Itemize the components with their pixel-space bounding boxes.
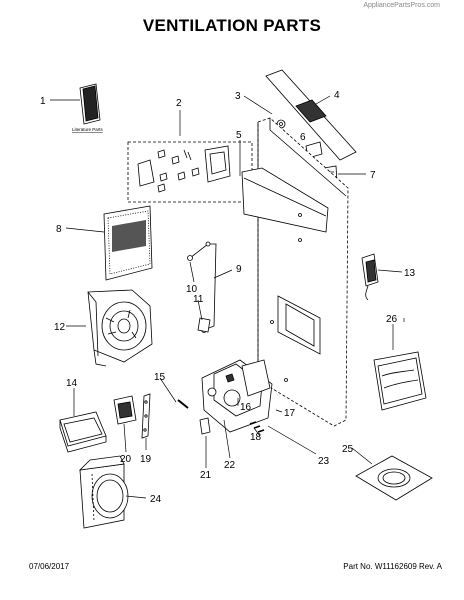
callout-26: 26 [386,314,398,325]
callout-6: 6 [300,132,306,143]
watermark: AppliancePartsPros.com [363,2,440,9]
callout-18: 18 [250,432,262,443]
part-26-charcoal-filter [373,351,427,411]
callout-10: 10 [186,284,198,295]
callout-8: 8 [56,224,62,235]
part-23-damper-assembly [201,359,273,433]
callout-16: 16 [240,402,252,413]
part-2-hardware-kit [127,141,253,203]
literature-label: Literature Parts [72,127,104,132]
callout-5: 5 [236,130,242,141]
callout-11: 11 [193,294,204,305]
part-13-socket [361,253,379,301]
callout-15: 15 [154,372,166,383]
callout-25: 25 [342,444,354,455]
footer-date: 07/06/2017 [29,562,70,571]
callout-7: 7 [370,170,376,181]
callout-labels: 1 2 3 4 5 6 7 8 9 10 11 12 13 14 15 16 1… [40,90,416,505]
callout-19: 19 [140,454,152,465]
callout-2: 2 [176,98,182,109]
callout-23: 23 [318,456,330,467]
part-14-tray [59,411,107,453]
callout-9: 9 [236,264,242,275]
callout-4: 4 [334,90,340,101]
callout-1: 1 [40,96,46,107]
footer-part-number: Part No. W11162609 Rev. A [343,562,442,571]
part-15-screw [177,399,189,409]
callout-20: 20 [120,454,132,465]
part-25-plate [355,455,433,501]
part-4-top-trim [265,69,357,161]
callout-17: 17 [284,408,296,419]
part-8-filter [103,205,153,281]
callout-12: 12 [54,322,66,333]
part-12-blower [87,289,153,367]
part-21-knob [199,417,211,435]
part-19-rod [141,393,151,439]
callout-13: 13 [404,268,416,279]
callout-3: 3 [235,91,241,102]
callout-22: 22 [224,460,236,471]
part-1-literature: Literature Parts [72,83,104,132]
leader-lines [50,95,405,499]
part-9-harness [187,241,217,333]
part-24-duct [78,455,129,529]
page-title: VENTILATION PARTS [142,16,322,35]
part-20-control [113,395,137,425]
callout-21: 21 [200,470,212,481]
callout-24: 24 [150,494,162,505]
callout-14: 14 [66,378,78,389]
part-5-chassis [241,117,349,427]
